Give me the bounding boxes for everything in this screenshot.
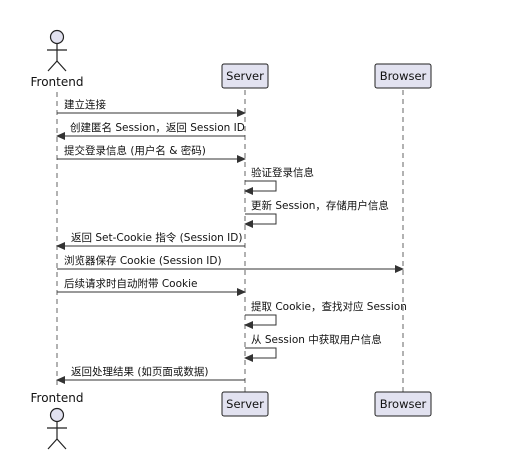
message-arrow-5 bbox=[244, 213, 277, 228]
message-label-9: 提取 Cookie，查找对应 Session bbox=[251, 300, 407, 313]
message-label-8: 后续请求时自动附带 Cookie bbox=[64, 277, 197, 290]
message-label-6: 返回 Set-Cookie 指令 (Session ID) bbox=[71, 231, 242, 244]
message-arrow-4 bbox=[244, 180, 277, 195]
message-label-10: 从 Session 中获取用户信息 bbox=[251, 333, 382, 346]
server-box-bottom bbox=[221, 391, 269, 417]
message-arrow-9 bbox=[244, 314, 277, 329]
browser-label-bottom: Browser bbox=[380, 397, 427, 411]
message-label-7: 浏览器保存 Cookie (Session ID) bbox=[64, 254, 222, 267]
frontend-label-top: Frontend bbox=[31, 75, 84, 89]
frontend-actor-top bbox=[47, 29, 67, 72]
browser-label-top: Browser bbox=[380, 69, 427, 83]
browser-box-top bbox=[374, 63, 432, 89]
message-label-1: 建立连接 bbox=[64, 98, 106, 111]
message-label-3: 提交登录信息 (用户名 & 密码) bbox=[64, 144, 206, 157]
message-label-5: 更新 Session，存储用户信息 bbox=[251, 199, 389, 212]
browser-box-bottom bbox=[374, 391, 432, 417]
server-label-bottom: Server bbox=[226, 397, 264, 411]
frontend-label-bottom: Frontend bbox=[31, 391, 84, 405]
frontend-actor-bottom bbox=[47, 407, 67, 450]
server-label-top: Server bbox=[226, 69, 264, 83]
message-label-11: 返回处理结果 (如页面或数据) bbox=[71, 365, 209, 378]
message-arrow-10 bbox=[244, 347, 277, 362]
server-box-top bbox=[221, 63, 269, 89]
message-label-4: 验证登录信息 bbox=[251, 166, 314, 179]
message-label-2: 创建匿名 Session，返回 Session ID bbox=[70, 121, 245, 134]
